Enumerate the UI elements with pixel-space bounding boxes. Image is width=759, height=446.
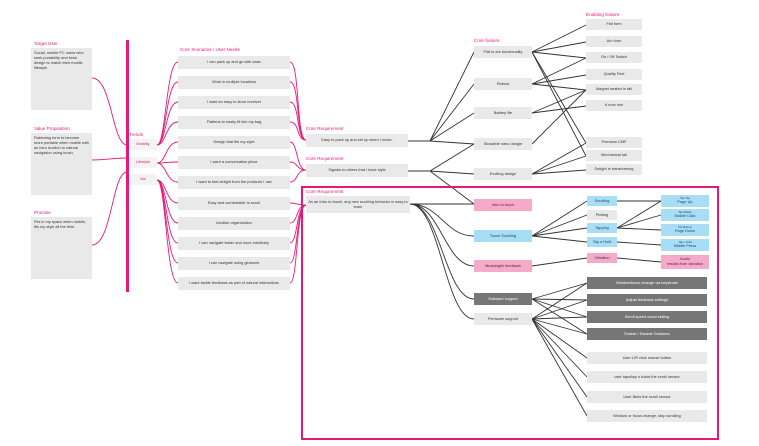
core-feature-header: Core feature: [474, 38, 500, 43]
option-enable-gestures: Enable / Disable Gestures: [587, 328, 707, 340]
detail-mobile-click: Tap Middle Mobile Click: [661, 209, 709, 221]
detail-small-label: Tap Middle: [678, 209, 692, 214]
scenario-item: Design that fits my style: [178, 136, 290, 149]
detail-page-up: Tap Top Page Up: [661, 195, 709, 207]
touch-section-frame: [301, 186, 719, 440]
target-user-header: Target User: [34, 41, 58, 46]
detail-main-label: Page Up: [677, 199, 693, 205]
value-proposition-box: Flattening form to become more portable …: [31, 133, 92, 195]
feature-battery-life: Battery life: [474, 107, 532, 119]
requirement-header: Core Requirement: [306, 126, 344, 131]
detail-small-label: Tap n Hold: [678, 239, 692, 244]
scenario-item: Intuitive organization: [178, 217, 290, 230]
requirement-header: Core Requirement: [306, 156, 344, 161]
scenario-item: I want to feel delight from the products…: [178, 176, 290, 189]
intro-to-touch: Intro to touch: [474, 199, 532, 211]
scenario-item: Flattens to easily fit into my bag: [178, 116, 290, 129]
gesture-tapping: Tapping: [587, 223, 617, 233]
value-proposition-header: Value Proposition: [34, 126, 70, 131]
detail-middle-press: Tap n Hold Middle Press: [661, 239, 709, 251]
option-stop-scrolling: Window or focus change, stop scrolling: [587, 410, 707, 422]
gesture-vibration: Vibration: [587, 253, 617, 263]
requirement-style: Signals to others that I have style: [306, 164, 408, 177]
detail-main-label: Page Down: [674, 228, 696, 234]
enabling-flat-form: Flat form: [586, 19, 642, 30]
scenarios-header: Core Scenarios / User Needs: [180, 47, 240, 52]
detail-main-label: results from vibration: [666, 261, 704, 266]
scenario-item: I want an easy to store receiver: [178, 96, 290, 109]
gesture-scrolling: Scrolling: [587, 196, 617, 206]
feature-robust: Robust: [474, 78, 532, 90]
requirement-touch: As an Intro to touch, any new scrolling …: [306, 196, 410, 213]
promise-box: Fits in my space when mobile, fits my st…: [31, 217, 92, 279]
option-scroll-speed: Scroll speed count setting: [587, 311, 707, 323]
requirement-pack-up: Easy to pack up and set up when I move.: [306, 134, 408, 147]
software-support: Software support: [474, 293, 532, 305]
scenario-item: I want a conversation piece: [178, 156, 290, 169]
trend-nui: Nui: [129, 174, 157, 185]
option-lr-click: User L/R click mouse button: [587, 352, 707, 364]
detail-small-label: Tap Bottom: [677, 224, 693, 229]
scenario-item: Work in multiple locations: [178, 76, 290, 89]
scenario-item: I can navigate using gestures: [178, 257, 290, 270]
enabling-six-months: 6 mos min: [586, 100, 642, 111]
scenario-item: I can pack up and go with ease: [178, 56, 290, 69]
enabling-delight-transforming: Delight in transforming: [586, 164, 642, 175]
touch-scrolling: Touch Scrolling: [474, 230, 532, 242]
requirement-header: Core Requirement: [306, 189, 344, 194]
detail-small-label: Audio: [680, 256, 690, 262]
feature-exciting-design: Exciting design: [474, 168, 532, 180]
option-window-focus-keystroke: Window/focus change via keystroke: [587, 277, 707, 289]
scenario-item: I want tactile feedback as part of natur…: [178, 277, 290, 290]
enabling-mechanical-tail: Mechanical tail: [586, 150, 642, 161]
enabling-on-off-switch: On / Off Switch: [586, 52, 642, 63]
option-adjust-feedback: Adjust feedback settings: [587, 294, 707, 306]
detail-main-label: Middle Press: [673, 243, 697, 249]
detail-small-label: Tap Top: [680, 195, 690, 200]
enabling-magnet-tail: Magnet seated in tail: [586, 84, 642, 95]
scenario-item: I can navigate faster and more intuitive…: [178, 237, 290, 250]
feature-flat-to-arc: Flat to arc functionality: [474, 46, 532, 58]
target-user-box: Social, mobile PC users who seek portabi…: [31, 48, 92, 110]
enabling-arc-form: Arc form: [586, 36, 642, 47]
gesture-tap-n-hold: Tap n Hold: [587, 237, 617, 247]
enabling-quality-feel: Quality Feel: [586, 69, 642, 80]
detail-main-label: Mobile Click: [674, 213, 696, 219]
gesture-picking: Picking: [587, 210, 617, 220]
trend-lifestyle: Lifestyle: [129, 157, 157, 168]
option-tap-hold-sensor: user taps/tap n holds the scroll sensor: [587, 371, 707, 383]
meaningful-feedback: Meaningful feedback: [474, 260, 532, 272]
feature-nano-dongle: Stowable nano dongle: [474, 138, 532, 150]
detail-audio: Audio results from vibration: [661, 255, 709, 269]
enabling-feature-header: Enabling feature: [586, 12, 620, 17]
trends-header: Trends: [129, 132, 144, 137]
scenario-item: Easy and comfortable to scroll: [178, 197, 290, 210]
trend-mobility: Mobility: [129, 139, 157, 150]
magenta-connector-bar: [126, 40, 129, 292]
promise-header: Promise: [34, 210, 51, 215]
firmware-support: Firmware support: [474, 313, 532, 325]
enabling-premium-cmf: Premium CMF: [586, 137, 642, 148]
detail-page-down: Tap Bottom Page Down: [661, 224, 709, 236]
option-flick-sensor: User flicks the scroll sensor: [587, 391, 707, 403]
